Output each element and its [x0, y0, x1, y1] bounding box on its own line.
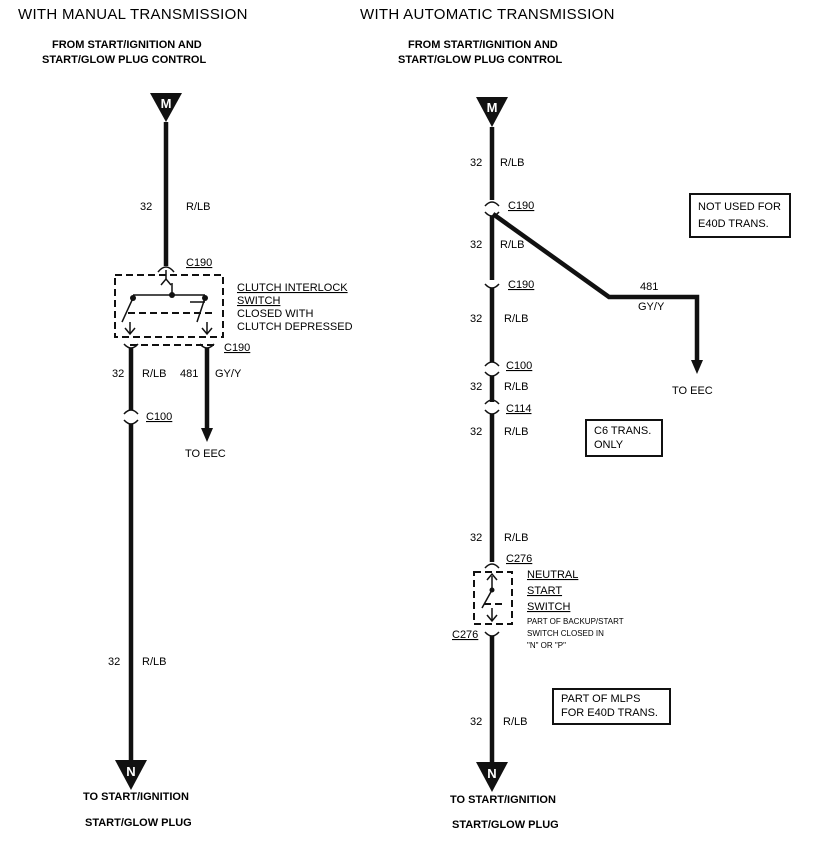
manual-c190-top-label: C190 [186, 257, 212, 269]
neutral-switch-note-1: PART OF BACKUP/START [527, 617, 624, 626]
manual-wire-num-3: 32 [108, 656, 120, 668]
e40d-note-line1: NOT USED FOR [698, 201, 781, 213]
auto-wire-num-6: 32 [470, 532, 482, 544]
automatic-header: WITH AUTOMATIC TRANSMISSION [360, 6, 615, 23]
manual-m-label: M [161, 96, 172, 111]
clutch-switch-label-3: CLOSED WITH [237, 308, 313, 320]
manual-n-terminal [115, 760, 147, 790]
auto-dest-line1: TO START/IGNITION [450, 794, 556, 806]
manual-wire-num-2: 32 [112, 368, 124, 380]
auto-c276-top [484, 563, 500, 569]
manual-wire-color-3: R/LB [142, 656, 166, 668]
auto-c190-2-label: C190 [508, 279, 534, 291]
auto-wire-color-2: R/LB [500, 239, 524, 251]
manual-dest-line1: TO START/IGNITION [83, 791, 189, 803]
neutral-switch-label-1: NEUTRAL [527, 569, 578, 581]
neutral-switch-note-3: "N" OR "P" [527, 641, 566, 650]
auto-wire-color-1: R/LB [500, 157, 524, 169]
auto-dest-line2: START/GLOW PLUG [452, 819, 559, 831]
manual-eec-color: GY/Y [215, 368, 242, 380]
manual-source-line1: FROM START/IGNITION AND [52, 39, 202, 51]
clutch-switch-label-4: CLUTCH DEPRESSED [237, 321, 353, 333]
manual-eec-num: 481 [180, 368, 198, 380]
auto-wire-color-3: R/LB [504, 313, 528, 325]
manual-n-label: N [126, 764, 135, 779]
auto-wire-color-5: R/LB [504, 426, 528, 438]
manual-to-eec: TO EEC [185, 448, 226, 460]
manual-c190-bottom-label: C190 [224, 342, 250, 354]
auto-c114-label: C114 [506, 403, 531, 415]
manual-c190-top-connector [157, 266, 175, 273]
mlps-note-line2: FOR E40D TRANS. [561, 707, 658, 719]
e40d-note-box [689, 193, 791, 238]
auto-wire-color-4: R/LB [504, 381, 528, 393]
auto-c100-label: C100 [506, 360, 532, 372]
mlps-note-box [552, 688, 671, 725]
auto-m-label: M [487, 100, 498, 115]
auto-c190-1-label: C190 [508, 200, 534, 212]
auto-c100-top [484, 361, 500, 367]
clutch-switch-label-2: SWITCH [237, 295, 280, 307]
auto-m-terminal [476, 97, 508, 127]
clutch-switch-box [114, 274, 224, 338]
mlps-note-line1: PART OF MLPS [561, 693, 640, 705]
auto-c190-1-top [484, 201, 500, 207]
manual-c100-bottom [123, 419, 139, 425]
manual-source-line2: START/GLOW PLUG CONTROL [42, 54, 206, 66]
auto-source-line2: START/GLOW PLUG CONTROL [398, 54, 562, 66]
c6-note-box [585, 419, 663, 457]
auto-c276-top-label: C276 [506, 553, 532, 565]
auto-eec-wire [491, 212, 700, 360]
auto-source-line1: FROM START/IGNITION AND [408, 39, 558, 51]
manual-c100-label: C100 [146, 411, 172, 423]
neutral-switch-note-2: SWITCH CLOSED IN [527, 629, 604, 638]
auto-wire-num-5: 32 [470, 426, 482, 438]
auto-n-terminal [476, 762, 508, 792]
manual-m-terminal [150, 93, 182, 122]
auto-eec-num: 481 [640, 281, 658, 293]
auto-c114-top [484, 399, 500, 405]
auto-c276-bottom [484, 631, 500, 637]
auto-c114-bottom [484, 409, 500, 415]
c6-note-line1: C6 TRANS. [594, 425, 651, 437]
manual-dest-line2: START/GLOW PLUG [85, 817, 192, 829]
auto-wire-num-4: 32 [470, 381, 482, 393]
manual-header: WITH MANUAL TRANSMISSION [18, 6, 248, 23]
auto-wire-color-6: R/LB [504, 532, 528, 544]
auto-n-label: N [487, 766, 496, 781]
e40d-note-line2: E40D TRANS. [698, 218, 769, 230]
manual-wire-color-1: R/LB [186, 201, 210, 213]
auto-eec-color: GY/Y [638, 301, 665, 313]
manual-wire-num-1: 32 [140, 201, 152, 213]
auto-to-eec: TO EEC [672, 385, 713, 397]
c6-note-line2: ONLY [594, 439, 624, 451]
manual-wire-color-2: R/LB [142, 368, 166, 380]
auto-wire-color-7: R/LB [503, 716, 527, 728]
neutral-switch-label-3: SWITCH [527, 601, 570, 613]
neutral-switch-label-2: START [527, 585, 562, 597]
clutch-switch-label-1: CLUTCH INTERLOCK [237, 282, 348, 294]
auto-c276-bottom-label: C276 [452, 629, 478, 641]
neutral-switch-box [473, 571, 513, 625]
manual-c100-top [123, 409, 139, 415]
auto-wire-num-1: 32 [470, 157, 482, 169]
auto-c100-bottom [484, 371, 500, 377]
auto-wire-num-3: 32 [470, 313, 482, 325]
auto-wire-num-2: 32 [470, 239, 482, 251]
auto-wire-num-7: 32 [470, 716, 482, 728]
auto-c190-2 [484, 283, 500, 289]
